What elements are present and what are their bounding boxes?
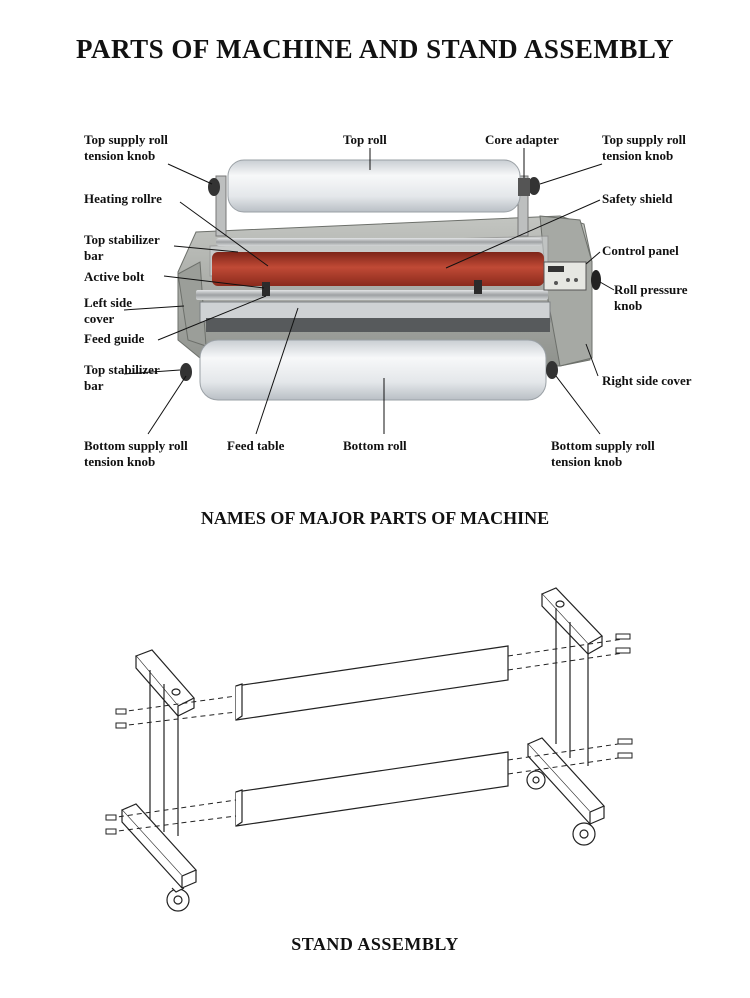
- stand-right-leg: [527, 588, 604, 845]
- stand-caption: STAND ASSEMBLY: [0, 934, 750, 955]
- stand-crossbars: [236, 646, 508, 826]
- stand-left-leg: [122, 650, 196, 911]
